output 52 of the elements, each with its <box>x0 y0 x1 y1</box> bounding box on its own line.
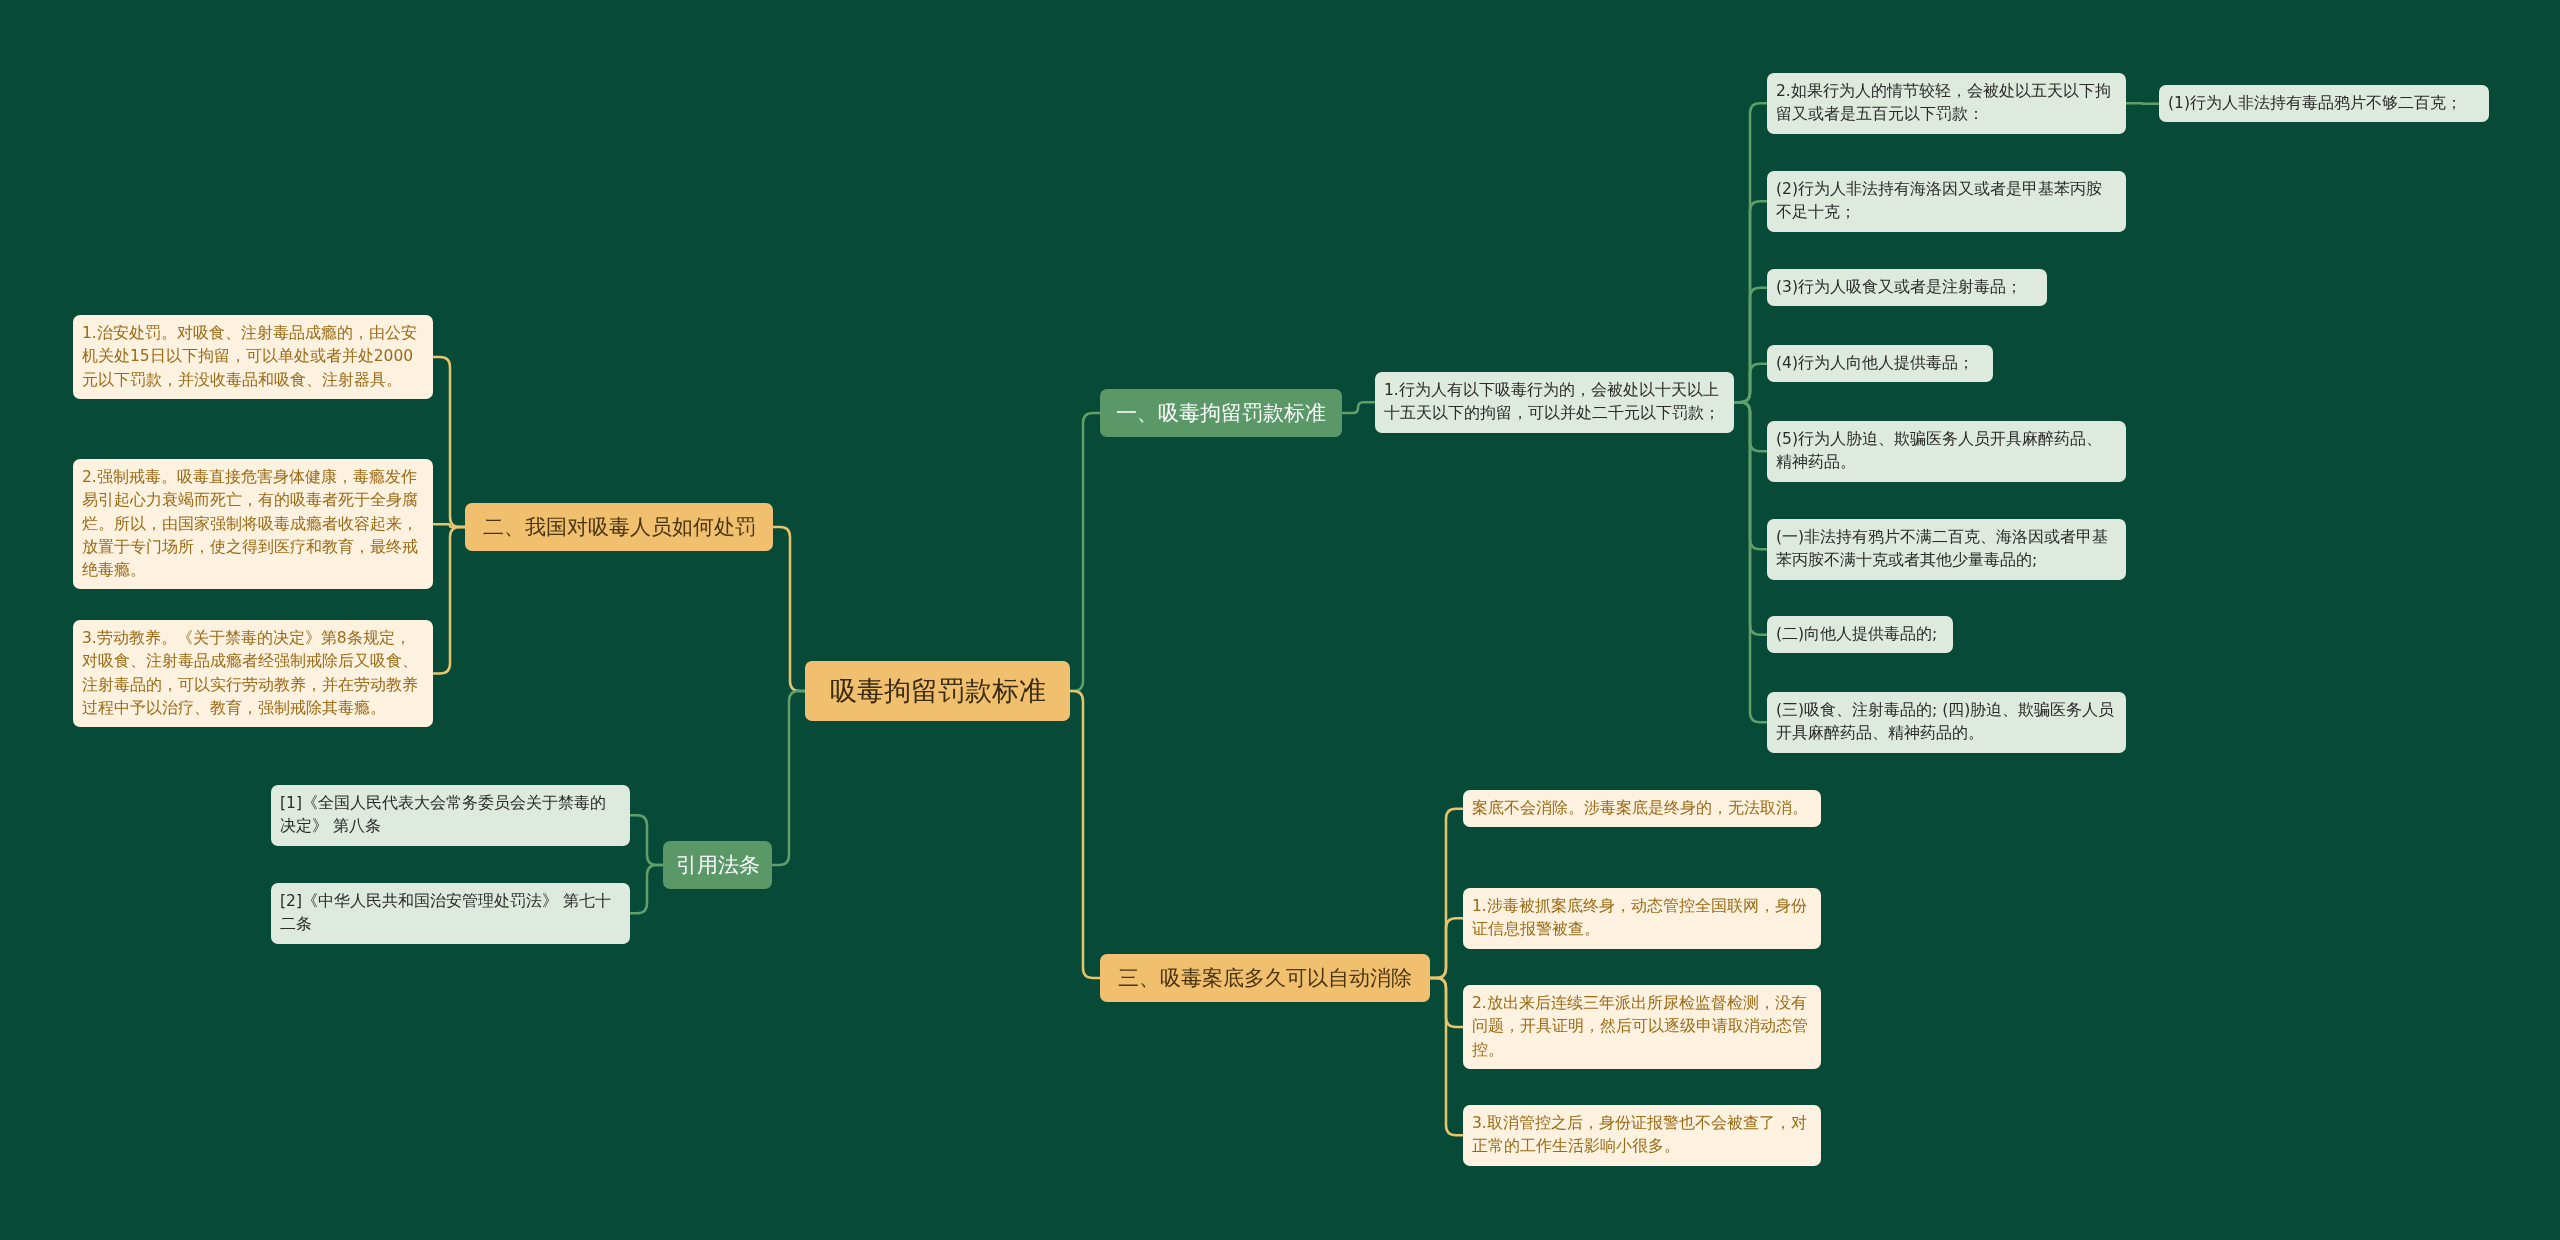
branch-topic-text: 二、我国对吸毒人员如何处罚 <box>482 514 756 541</box>
subtopic-box <box>1767 269 2047 307</box>
subtopic-box <box>1767 345 1993 383</box>
subtopic-text: (1)行为人非法持有毒品鸦片不够二百克； <box>2168 93 2462 114</box>
subtopic-text: [2]《中华人民共和国治安管理处罚法》 第七十二条 <box>280 891 612 936</box>
branch-topic-box <box>663 841 772 889</box>
subtopic-box <box>1767 616 1953 654</box>
branch-topic-text: 三、吸毒案底多久可以自动消除 <box>1118 965 1412 992</box>
connector-line <box>630 863 663 915</box>
subtopic-text: (一)非法持有鸦片不满二百克、海洛因或者甲基苯丙胺不满十克或者其他少量毒品的; <box>1776 527 2110 572</box>
subtopic-box <box>1463 790 1821 828</box>
subtopic-box <box>1767 519 2126 580</box>
connector-line <box>1342 401 1375 415</box>
subtopic-box <box>73 459 433 590</box>
subtopic-text: 案底不会消除。涉毒案底是终身的，无法取消。 <box>1472 798 1808 819</box>
subtopic-text: 1.行为人有以下吸毒行为的，会被处以十天以上十五天以下的拘留，可以并处二千元以下罚款； <box>1384 380 1721 425</box>
connector-line <box>1070 689 1100 980</box>
subtopic-text: 2.放出来后连续三年派出所尿检监督检测，没有问题，开具证明，然后可以逐级申请取消动态管控。 <box>1472 993 1809 1061</box>
branch-topic-text: 引用法条 <box>675 852 760 879</box>
subtopic-box <box>73 315 433 399</box>
subtopic-text: (三)吸食、注射毒品的; (四)胁迫、欺骗医务人员开具麻醉药品、精神药品的。 <box>1776 700 2116 745</box>
branch-topic-box <box>1100 389 1342 437</box>
subtopic-text: 3.劳动教养。《关于禁毒的决定》第8条规定，对吸食、注射毒品成瘾者经强制戒除后又吸食、注射毒品的，可以实行劳动教养，并在劳动教养过程中予以治疗、教育，强制戒除其毒瘾。 <box>82 628 419 719</box>
subtopic-text: (5)行为人胁迫、欺骗医务人员开具麻醉药品、精神药品。 <box>1776 429 2103 474</box>
subtopic-text: (3)行为人吸食又或者是注射毒品； <box>1776 277 2022 298</box>
subtopic-box <box>1375 372 1734 433</box>
branch-topic-box <box>1100 954 1430 1002</box>
subtopic-text: 3.取消管控之后，身份证报警也不会被查了，对正常的工作生活影响小很多。 <box>1472 1113 1808 1158</box>
subtopic-box <box>73 620 433 727</box>
subtopic-box <box>1767 692 2126 753</box>
subtopic-box <box>1463 1105 1821 1166</box>
subtopic-text: 1.涉毒被抓案底终身，动态管控全国联网，身份证信息报警被查。 <box>1472 896 1808 941</box>
subtopic-box <box>271 785 630 846</box>
subtopic-box <box>1767 73 2126 134</box>
subtopic-box <box>271 883 630 944</box>
subtopic-text: 2.强制戒毒。吸毒直接危害身体健康，毒瘾发作易引起心力衰竭而死亡，有的吸毒者死于全身腐烂。所以，由国家强制将吸毒成瘾者收容起来，放置于专门场所，使之得到医疗和教育，最终戒绝毒瘾。 <box>82 467 419 581</box>
central-topic-box <box>805 661 1070 721</box>
subtopic-text: (二)向他人提供毒品的; <box>1776 624 1938 645</box>
subtopic-text: 2.如果行为人的情节较轻，会被处以五天以下拘留又或者是五百元以下罚款： <box>1776 81 2112 126</box>
subtopic-box <box>1463 888 1821 949</box>
central-topic-text: 吸毒拘留罚款标准 <box>829 674 1046 708</box>
subtopic-text: [1]《全国人民代表大会常务委员会关于禁毒的决定》 第八条 <box>280 793 607 838</box>
subtopic-box <box>1767 421 2126 482</box>
subtopic-text: (2)行为人非法持有海洛因又或者是甲基苯丙胺不足十克； <box>1776 179 2103 224</box>
branch-topic-text: 一、吸毒拘留罚款标准 <box>1116 400 1326 427</box>
subtopic-text: (4)行为人向他人提供毒品； <box>1776 353 1974 374</box>
branch-topic-box <box>465 503 773 551</box>
connector-line <box>2126 102 2159 105</box>
subtopic-text: 1.治安处罚。对吸食、注射毒品成瘾的，由公安机关处15日以下拘留，可以单处或者并处2000元以下罚款，并没收毒品和吸食、注射器具。 <box>82 323 418 391</box>
subtopic-box <box>2159 85 2489 123</box>
subtopic-box <box>1767 171 2126 232</box>
subtopic-box <box>1463 985 1821 1069</box>
